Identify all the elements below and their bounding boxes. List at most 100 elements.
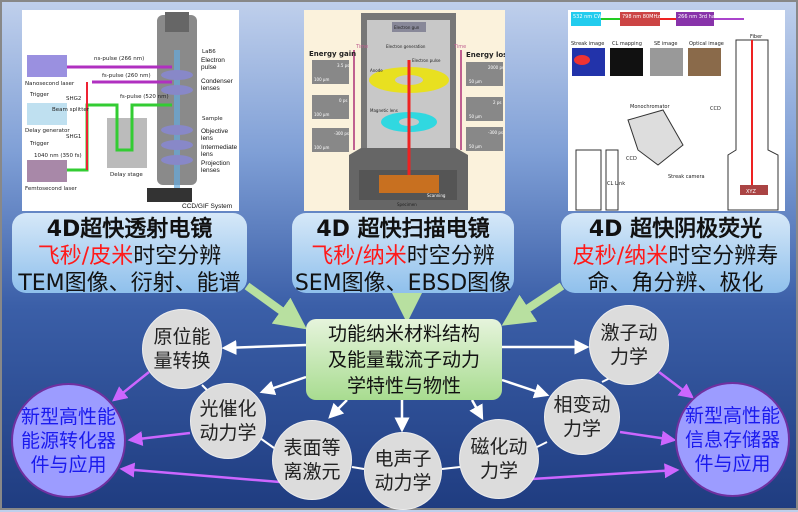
tem-resolution: 飞秒/皮米时空分辨 xyxy=(12,243,247,270)
sem-capabilities: SEM图像、EBSD图像 xyxy=(294,271,512,296)
tem-label: Nanosecond laser xyxy=(25,81,75,87)
cl-resolution-highlight: 皮秒/纳米 xyxy=(572,244,669,269)
tem-label: 1040 nm (350 fs) xyxy=(34,153,82,159)
outcome-text: 件与应用 xyxy=(30,453,107,476)
node-photocatalysis-dynamics: 光催化动力学 xyxy=(190,383,266,459)
outcome-text: 新型高性能 xyxy=(20,405,116,428)
sem-schematic-image: Energy gain Energy loss Time Time Electr… xyxy=(304,10,505,211)
core-line: 功能纳米材料结构 xyxy=(327,323,480,345)
node-insitu-energy-conversion: 原位能量转换 xyxy=(142,309,222,389)
sem-resolution: 飞秒/纳米时空分辨 xyxy=(292,243,514,270)
node-text: 激子动 xyxy=(600,322,658,344)
node-surface-plasmon: 表面等离激元 xyxy=(272,420,352,500)
tem-label-intermediate-lens: Intermediate lens xyxy=(201,144,239,158)
tem-label: fs-pulse (520 nm) xyxy=(120,94,169,100)
core-research-box: 功能纳米材料结构 及能量载流子动力 学特性与物性 xyxy=(306,319,502,400)
arrow-tem-to-center xyxy=(244,282,307,330)
sem-label: Time xyxy=(355,44,368,50)
node-text: 原位能 xyxy=(153,326,211,348)
sem-label: Electron gun xyxy=(394,25,420,30)
tem-capabilities: TEM图像、衍射、能谱 xyxy=(18,271,241,296)
tem-label: fs-pulse (260 nm) xyxy=(102,73,151,79)
tem-label: Trigger xyxy=(29,92,50,98)
tem-label: Femtosecond laser xyxy=(25,186,78,192)
outcome-text: 件与应用 xyxy=(694,452,771,475)
sem-resolution-rest: 时空分辨 xyxy=(406,244,495,269)
tem-label-electron-pulse: Electron pulse xyxy=(201,57,239,71)
tem-label: SHG2 xyxy=(66,96,81,102)
arrow-cl-to-center xyxy=(501,282,565,326)
cl-schematic-image: 532 nm CW laser 798 nm 80MHz-100fs 266 n… xyxy=(568,10,785,211)
cl-label: CCD xyxy=(626,156,637,162)
tem-technique-box: 4D超快透射电镜 飞秒/皮米时空分辨 TEM图像、衍射、能谱 xyxy=(12,213,247,296)
cl-label: CCD xyxy=(710,106,721,112)
sem-label: 2000 ps xyxy=(488,65,504,70)
sem-label: 3.5 ps xyxy=(337,63,349,68)
sem-label: 50 μm xyxy=(469,79,482,84)
node-electron-phonon-dynamics: 电声子动力学 xyxy=(364,432,442,510)
tem-resolution-rest: 时空分辨 xyxy=(133,244,222,269)
sem-label: 0 ps xyxy=(339,98,347,103)
sem-label: 50 μm xyxy=(469,144,482,149)
sem-label: Specimen xyxy=(397,202,417,207)
cl-label: Fiber xyxy=(750,34,763,40)
tem-label-objective-lens: Objective lens xyxy=(201,128,239,142)
sem-label: Electron pulse xyxy=(412,58,441,63)
cl-technique-box: 4D 超快阴极荧光 皮秒/纳米时空分辨寿 命、角分辨、极化 xyxy=(561,213,790,296)
cl-title: 4D 超快阴极荧光 xyxy=(588,217,763,242)
node-exciton-dynamics: 激子动力学 xyxy=(589,305,669,385)
tem-label: SHG1 xyxy=(66,134,81,140)
sem-label: Electron generation xyxy=(386,44,426,49)
cl-label: Streak camera xyxy=(668,174,705,180)
sem-label: 100 μm xyxy=(314,145,329,150)
tem-label-ccd-gif-system: CCD/GIF System xyxy=(182,203,239,210)
sem-label: Anode xyxy=(370,68,383,73)
sem-label: -300 ps xyxy=(488,130,503,135)
sem-label: 2 ps xyxy=(493,100,501,105)
cl-capabilities: 命、角分辨、极化 xyxy=(587,271,764,296)
tem-label: Sample xyxy=(202,116,223,122)
node-text: 力学 xyxy=(479,460,518,482)
tem-label: Trigger xyxy=(29,141,50,147)
cl-label: Optical image xyxy=(689,41,724,47)
outcome-information-storage-devices: 新型高性能信息存储器件与应用 xyxy=(675,382,790,497)
outcome-text: 能源转化器 xyxy=(20,429,116,452)
tem-label: ns-pulse (266 nm) xyxy=(94,56,144,62)
cl-label: XYZ xyxy=(746,189,756,195)
sem-label: 100 μm xyxy=(314,77,329,82)
cl-label: Monochromator xyxy=(630,104,670,110)
cl-label: SE image xyxy=(654,41,678,47)
tem-resolution-highlight: 飞秒/皮米 xyxy=(37,244,134,269)
cl-label: 532 nm CW laser xyxy=(573,14,617,20)
tem-label: Delay stage xyxy=(110,172,143,178)
sem-label: -300 ps xyxy=(334,131,349,136)
node-text: 动力学 xyxy=(199,422,257,444)
cl-resolution-rest: 时空分辨寿 xyxy=(668,244,779,269)
node-text: 光催化 xyxy=(199,398,257,420)
node-text: 相变动 xyxy=(553,394,611,416)
node-text: 力学 xyxy=(609,346,648,368)
tem-schematic-image: ns-pulse (266 nm) fs-pulse (260 nm) fs-p… xyxy=(22,10,239,211)
sem-label: Time xyxy=(453,44,466,50)
tem-label: LaB6 xyxy=(202,49,216,55)
sem-label: 100 μm xyxy=(314,112,329,117)
sem-label: Energy loss xyxy=(466,51,505,59)
cl-label: 798 nm 80MHz-100fs xyxy=(622,14,676,20)
outcome-energy-conversion-devices: 新型高性能能源转化器件与应用 xyxy=(11,383,126,498)
sem-label: Magnetic lens xyxy=(370,108,398,113)
node-text: 磁化动 xyxy=(470,436,528,458)
cl-label: CL mapping xyxy=(612,41,642,47)
core-line: 及能量载流子动力 xyxy=(327,349,480,371)
core-line: 学特性与物性 xyxy=(346,375,461,397)
node-text: 量转换 xyxy=(153,350,211,372)
cl-label: Streak image xyxy=(571,41,604,47)
tem-label: Beam splitter xyxy=(52,107,90,113)
sem-technique-box: 4D 超快扫描电镜 飞秒/纳米时空分辨 SEM图像、EBSD图像 xyxy=(292,213,514,296)
tem-label: Delay generator xyxy=(25,128,70,134)
sem-resolution-highlight: 飞秒/纳米 xyxy=(311,244,407,269)
sem-label: Energy gain xyxy=(309,50,356,58)
tem-label-projection-lenses: Projection lenses xyxy=(201,160,239,174)
sem-label: 50 μm xyxy=(469,114,482,119)
cl-label: CL Link xyxy=(607,181,625,187)
sem-label: Scanning xyxy=(427,193,446,198)
